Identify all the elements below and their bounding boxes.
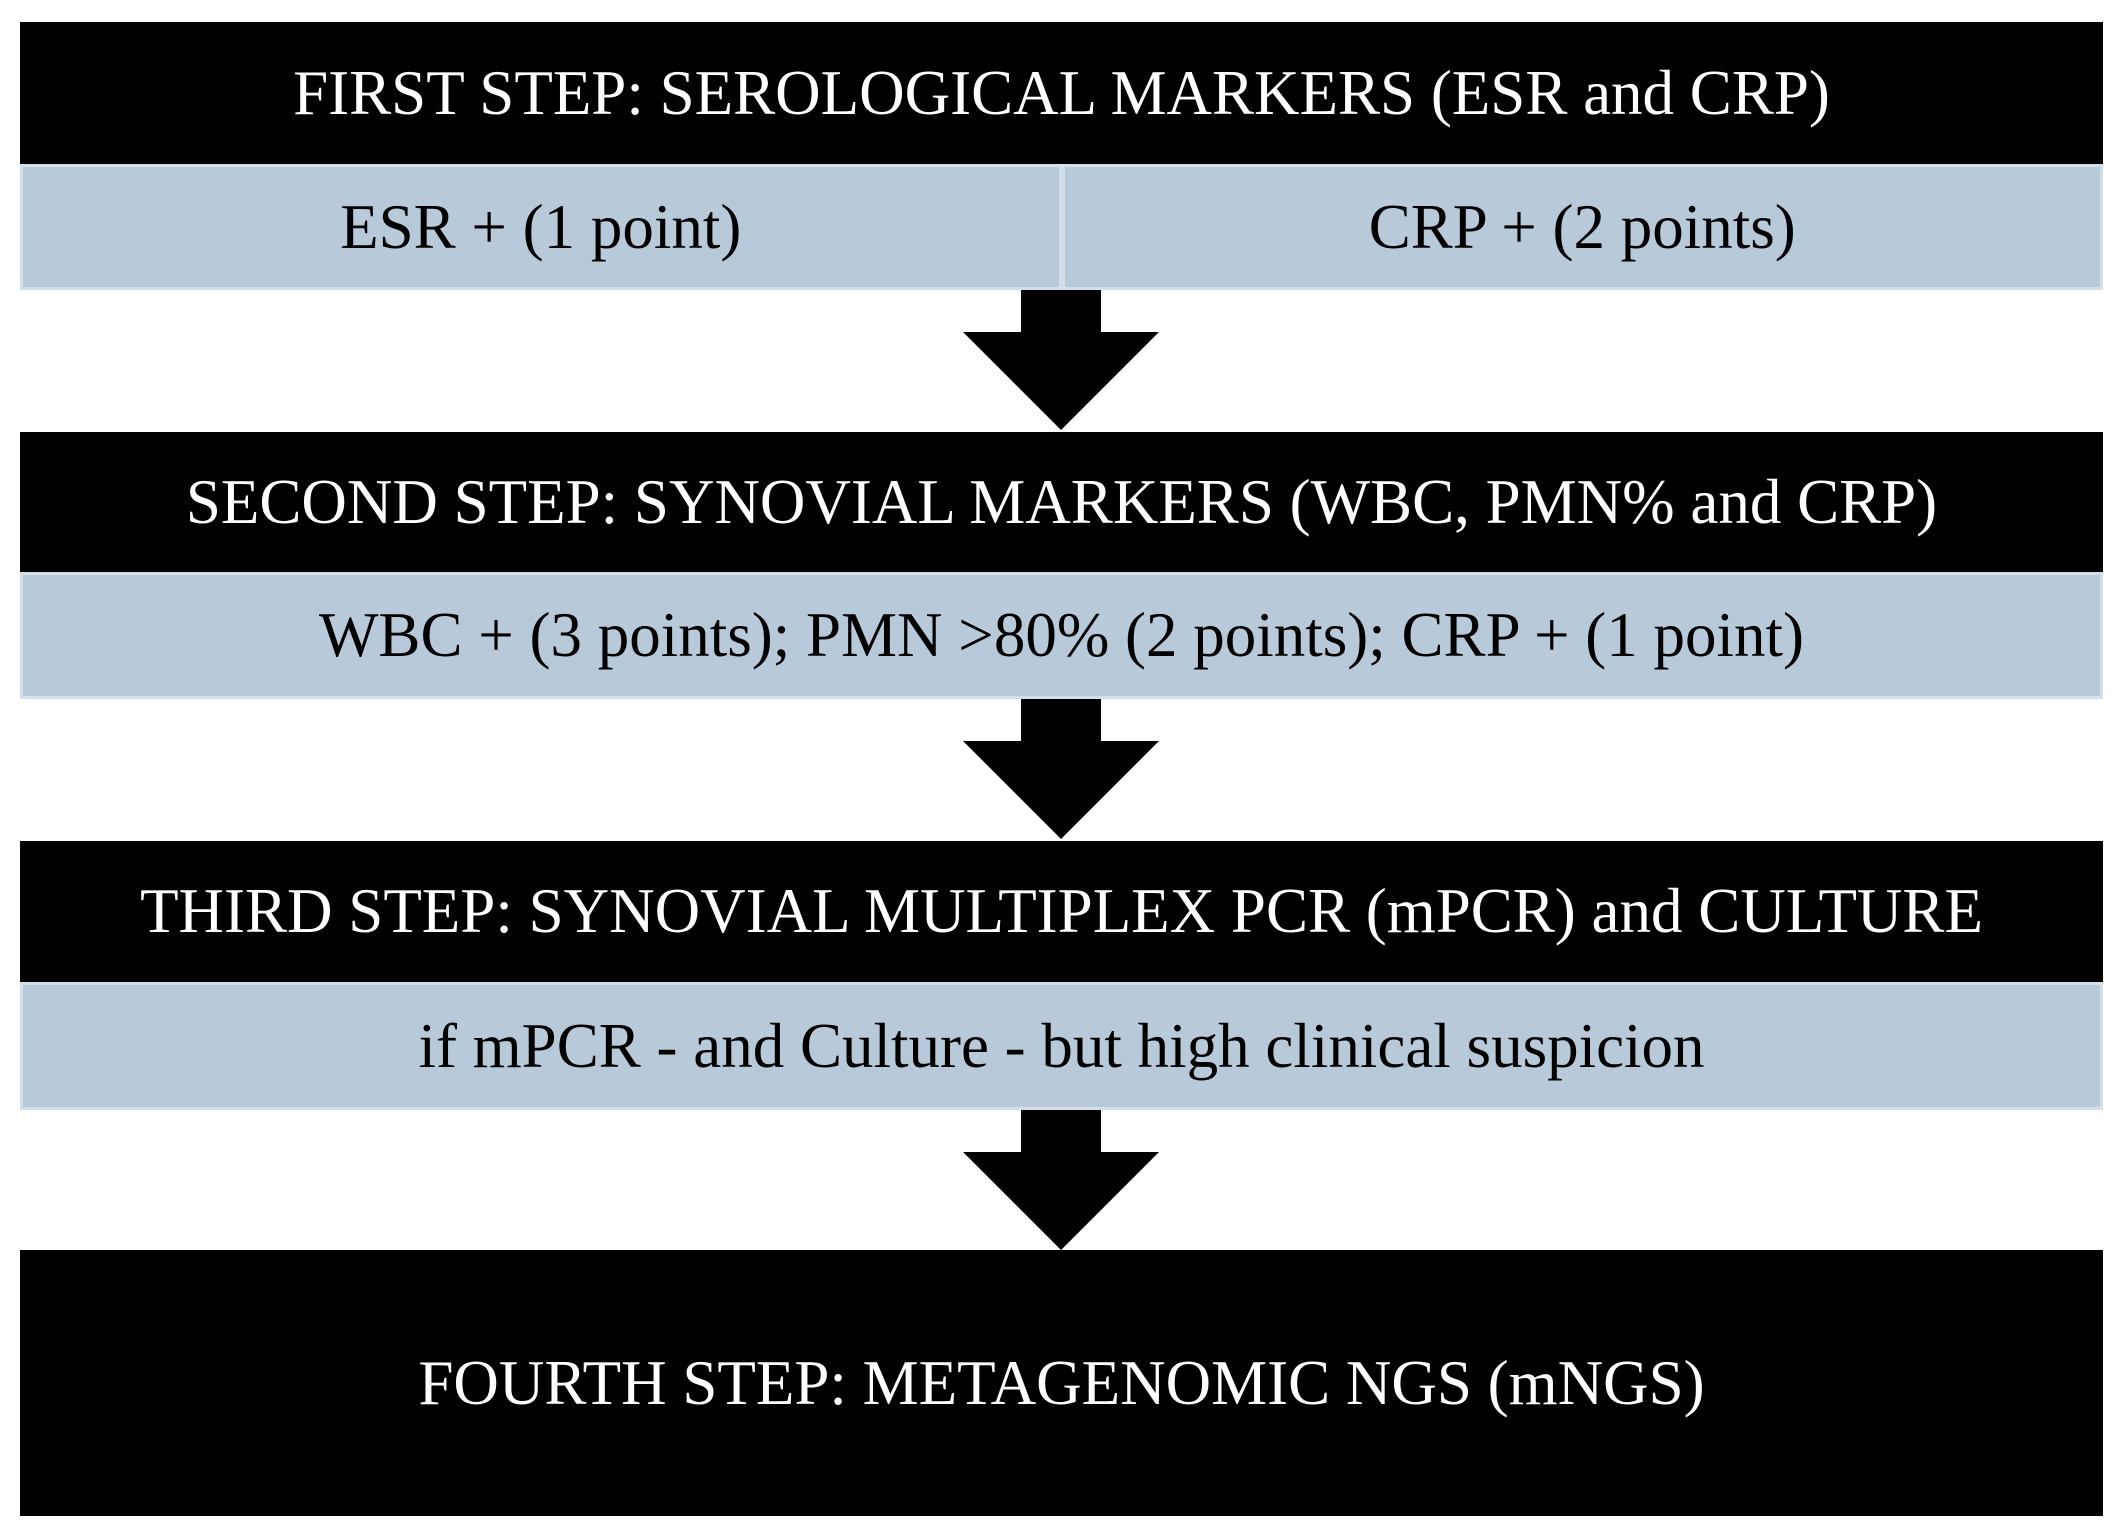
step-3-header: THIRD STEP: SYNOVIAL MULTIPLEX PCR (mPCR… [20,841,2103,982]
step-1-header: FIRST STEP: SEROLOGICAL MARKERS (ESR and… [20,22,2103,164]
step-2-header: SECOND STEP: SYNOVIAL MARKERS (WBC, PMN%… [20,432,2103,572]
esr-criterion: ESR + (1 point) [20,164,1062,290]
down-arrow-icon [963,290,1159,430]
step-4-header: FOURTH STEP: METAGENOMIC NGS (mNGS) [20,1250,2103,1516]
step-1-details: ESR + (1 point) CRP + (2 points) [20,164,2103,290]
down-arrow-icon [963,1110,1159,1250]
step-3-detail: if mPCR - and Culture - but high clinica… [20,982,2103,1110]
step-2-detail: WBC + (3 points); PMN >80% (2 points); C… [20,572,2103,699]
down-arrow-icon [963,699,1159,839]
crp-criterion: CRP + (2 points) [1061,164,2103,290]
